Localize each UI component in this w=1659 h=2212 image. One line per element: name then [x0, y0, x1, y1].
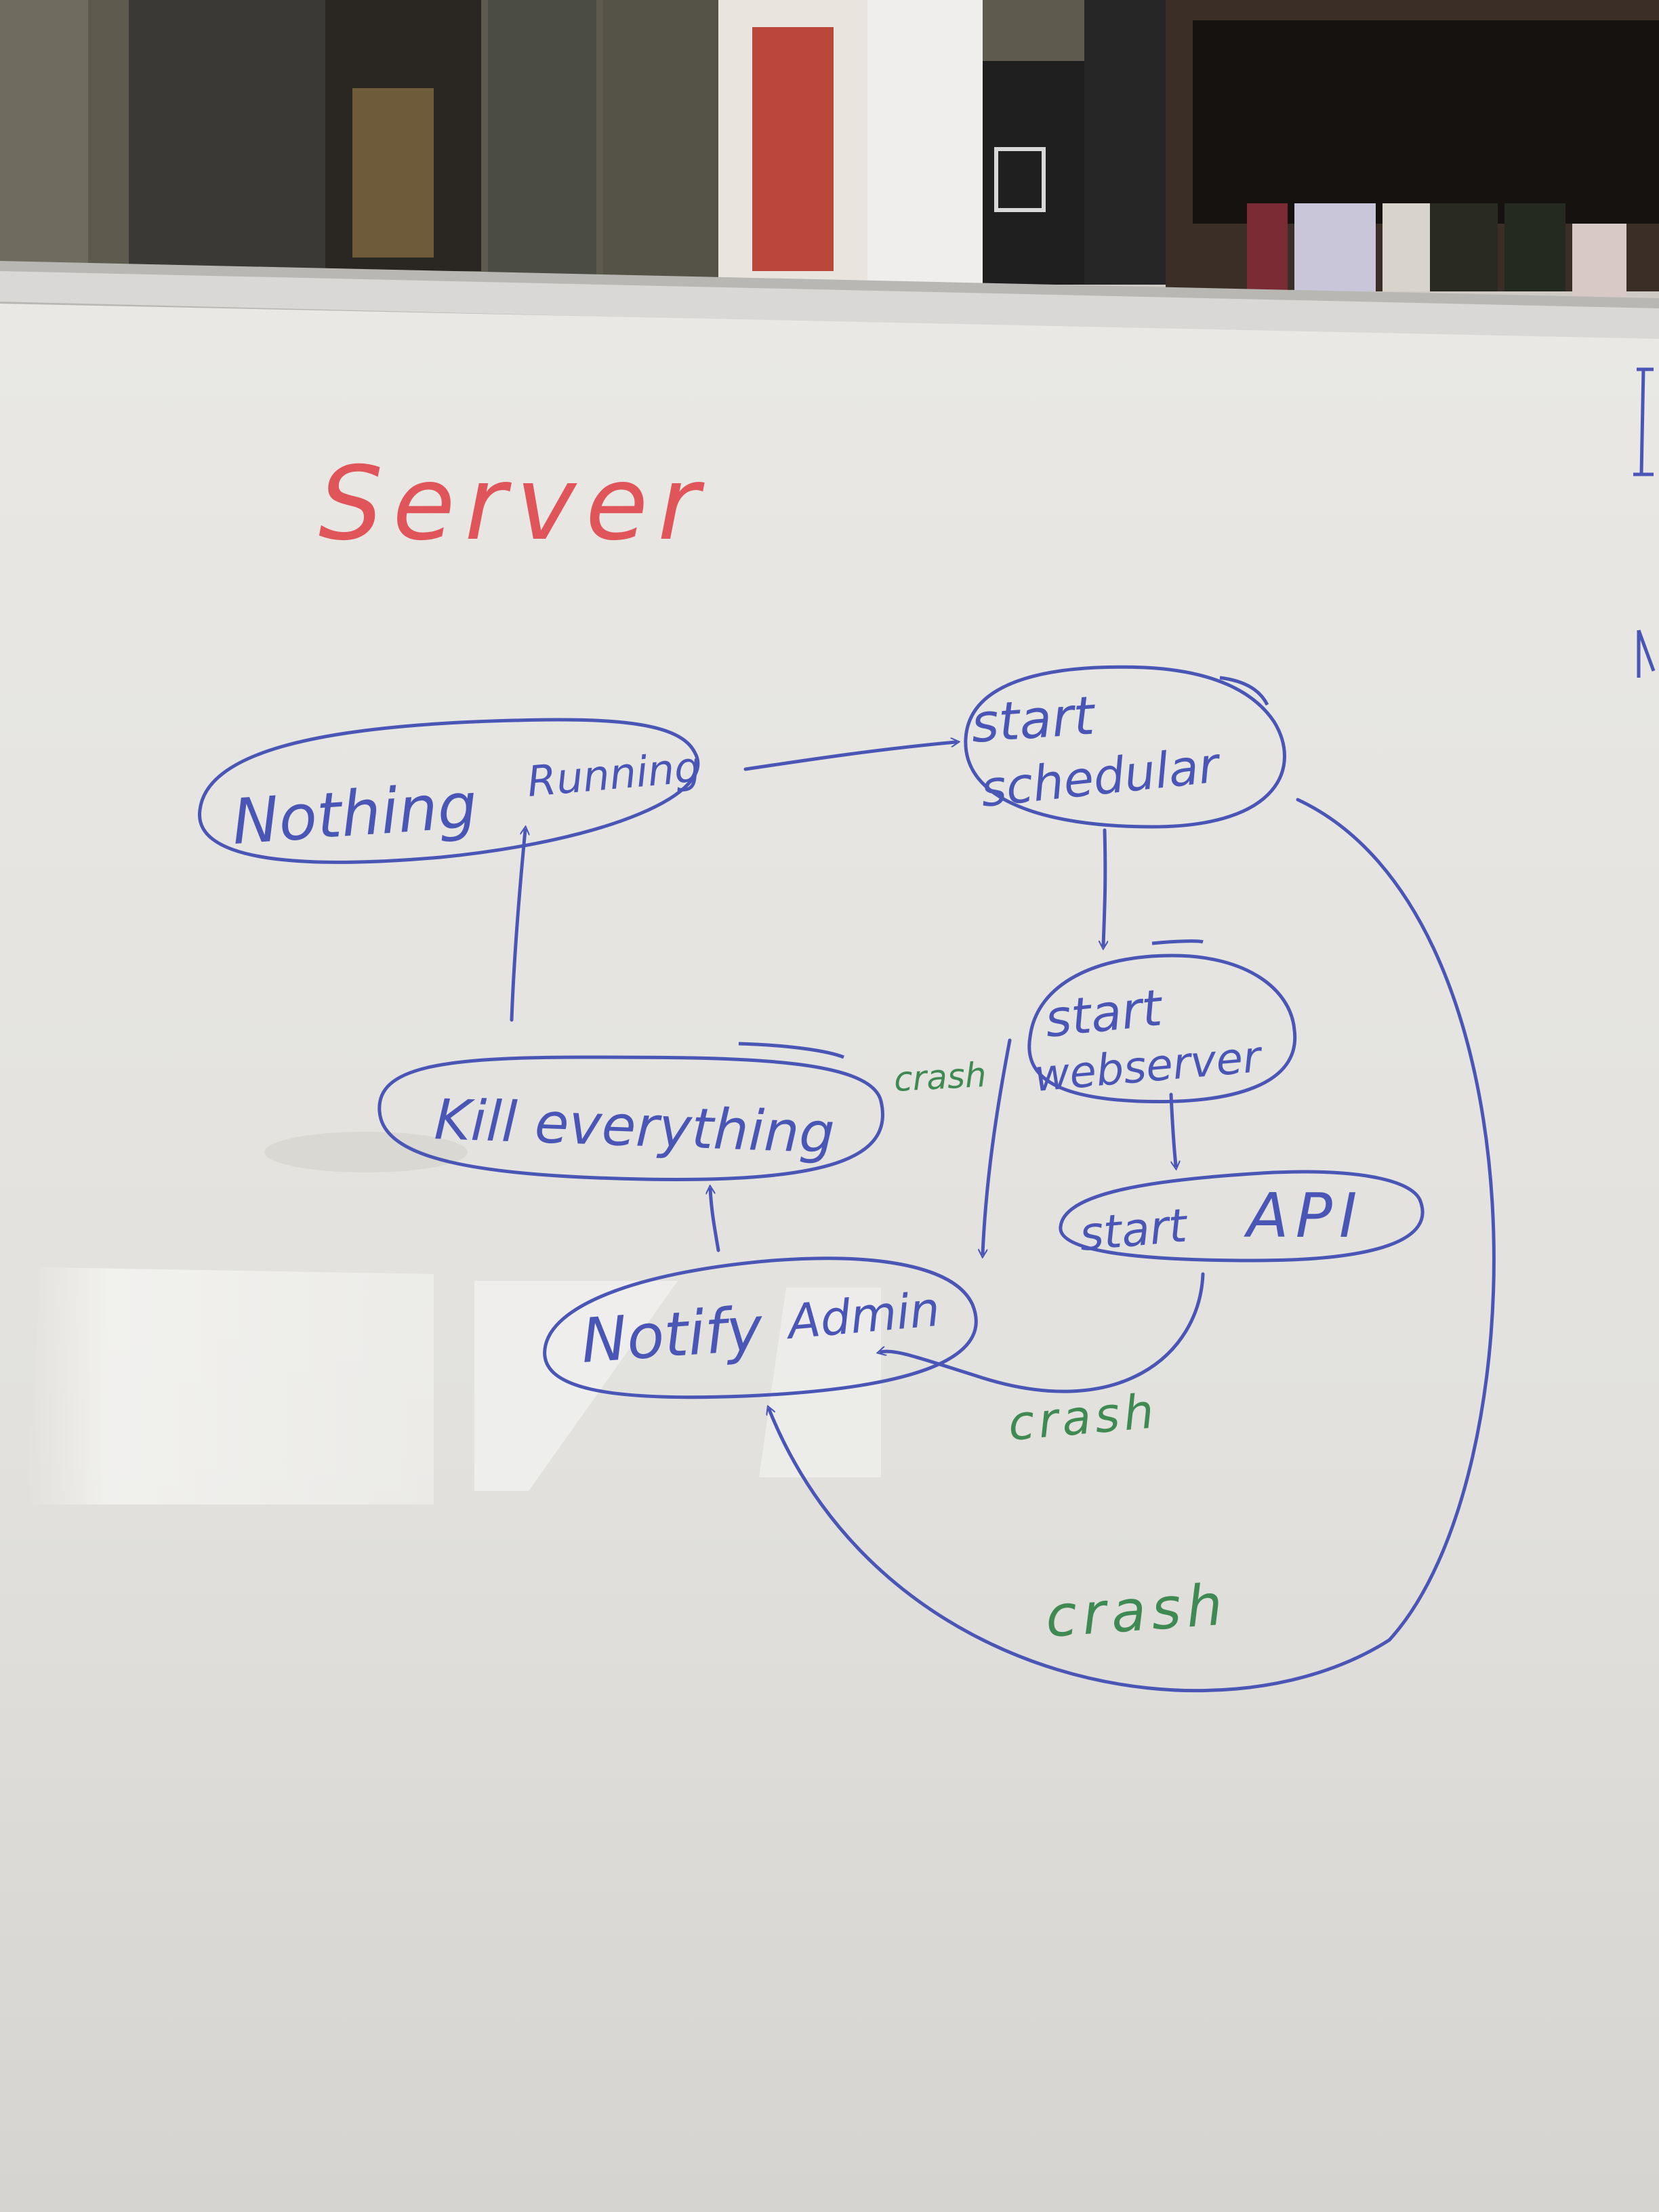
edges	[510, 742, 1496, 1693]
crash-label-api: crash	[1006, 1383, 1160, 1452]
nodes: Nothing Running start schedular start we…	[198, 665, 1425, 1399]
edge-notify-to-kill	[710, 1189, 720, 1252]
node-start-webserver: start webserver	[1027, 939, 1297, 1103]
node-start-api: start API	[1059, 1170, 1425, 1263]
node-label-start: start	[1078, 1199, 1191, 1262]
edge-webserver-to-notify	[983, 1038, 1012, 1254]
node-label-start: start	[969, 685, 1098, 755]
edge-webserver-to-api	[1169, 1092, 1176, 1166]
crash-label-webserver: crash	[893, 1055, 987, 1099]
edge-nothing-to-schedular	[743, 742, 956, 771]
node-label-kill-everything: Kill everything	[433, 1088, 836, 1166]
edge-api-to-notify	[881, 1272, 1205, 1393]
edge-kill-to-nothing	[510, 830, 525, 1022]
crash-label-schedular: crash	[1044, 1571, 1230, 1650]
node-label-nothing: Nothing	[230, 769, 479, 859]
node-kill-everything: Kill everything	[377, 1042, 884, 1181]
node-notify-admin: Notify Admin	[543, 1256, 978, 1399]
node-label-admin: Admin	[783, 1282, 942, 1351]
page-title: Server	[319, 445, 709, 563]
edge-schedular-to-webserver	[1103, 828, 1105, 945]
node-label-notify: Notify	[579, 1293, 766, 1377]
edge-labels: crash crash crash	[893, 1055, 1230, 1650]
edge-schedular-to-notify	[769, 798, 1496, 1693]
node-label-api: API	[1244, 1181, 1364, 1252]
bookshelf-background	[0, 0, 1659, 298]
node-label-start: start	[1042, 979, 1166, 1049]
node-nothing-running: Nothing Running	[198, 718, 703, 864]
